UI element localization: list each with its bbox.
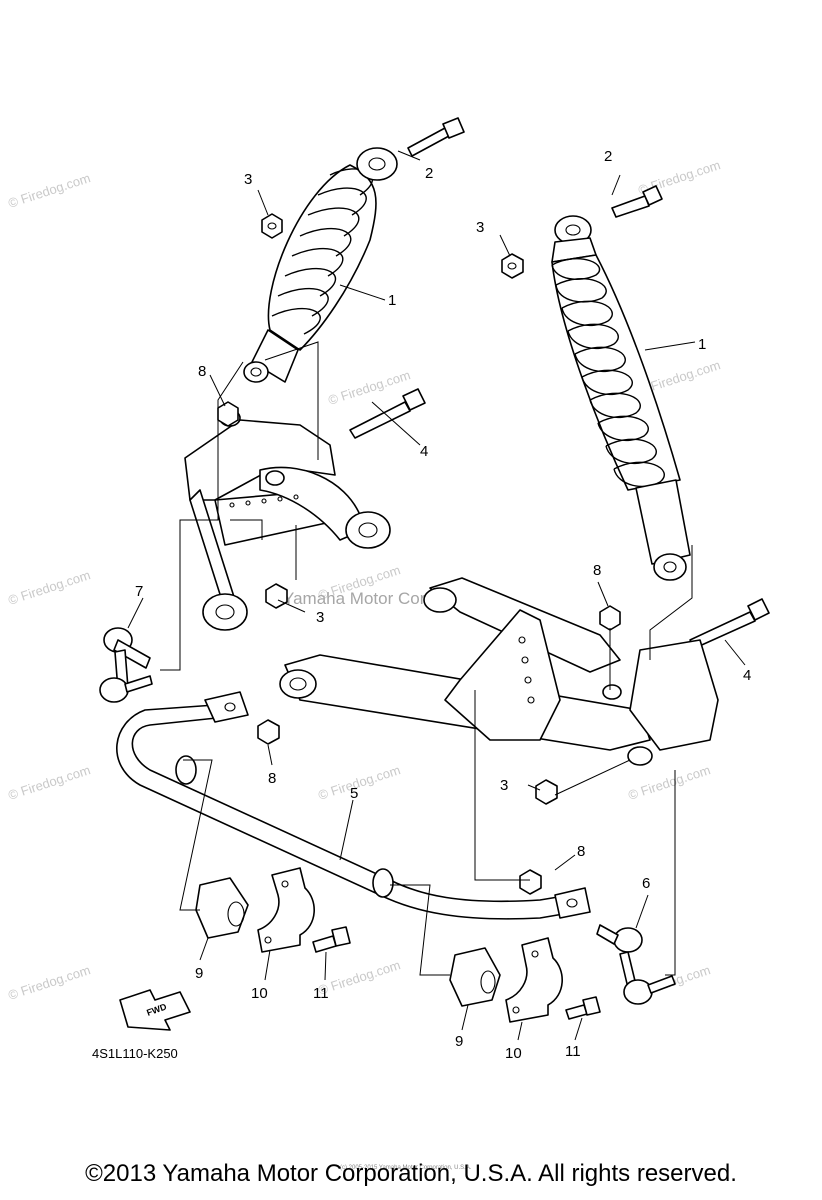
callout-10-right: 10 [505,1045,522,1062]
fwd-arrow: FWD [119,989,191,1031]
callout-8-top: 8 [198,363,206,380]
callout-7: 7 [135,583,143,600]
callout-8-mid: 8 [593,562,601,579]
callout-3-lower: 3 [500,777,508,794]
upper-nuts [261,213,524,279]
clamp-right [505,937,563,1023]
clamp-bolts [312,926,601,1020]
watermark: © Firedog.com [6,170,92,211]
watermark: © Firedog.com [626,762,712,803]
callout-6: 6 [642,875,650,892]
diagram-code: 4S1L110-K250 [92,1046,178,1061]
lower-nuts [217,401,621,895]
callout-4-right: 4 [743,667,751,684]
watermark: © Firedog.com [316,762,402,803]
watermark: © Firedog.com [6,567,92,608]
watermark: © Firedog.com [316,957,402,998]
right-spring-coils [551,257,665,488]
callout-5: 5 [350,785,358,802]
callout-8-left: 8 [268,770,276,787]
callout-leaders [127,150,746,1041]
watermark: © Firedog.com [326,367,412,408]
callout-1-right: 1 [698,336,706,353]
callout-11-right: 11 [565,1043,581,1060]
callout-1-left: 1 [388,292,396,309]
callout-2-left: 2 [425,165,433,182]
callout-3-right: 3 [476,219,484,236]
left-shock-absorber [243,147,398,383]
bushing-right [449,947,501,1007]
callout-9-left: 9 [195,965,203,982]
bushing-left [195,877,249,939]
stabilizer-bar [116,691,591,920]
small-copyright: (c) 2005-2015 Yamaha Motor Corporation, … [340,1165,472,1171]
right-suspension-arm [279,577,719,766]
stabilizer-link-left [99,627,153,703]
clamp-left [257,867,315,953]
right-shock-absorber [551,215,691,581]
watermark: © Firedog.com [6,762,92,803]
callout-9-right: 9 [455,1033,463,1050]
callout-8-lower: 8 [577,843,585,860]
callout-2-right: 2 [604,148,612,165]
callout-3-mid: 3 [316,609,324,626]
reference-lines [160,341,693,976]
callout-4-left: 4 [420,443,428,460]
watermark: © Firedog.com [6,962,92,1003]
stabilizer-link-right [596,924,676,1005]
callout-11-left: 11 [313,985,329,1002]
upper-bolts [407,117,663,218]
callout-3-left: 3 [244,171,252,188]
long-bolts [349,388,770,649]
callout-10-left: 10 [251,985,268,1002]
copyright-footer: ©2013 Yamaha Motor Corporation, U.S.A. A… [85,1160,737,1187]
callout-numbers: 2 3 1 4 8 2 3 1 8 4 3 7 8 5 3 8 6 9 10 1… [135,148,751,1062]
left-spring-coils [271,168,374,335]
